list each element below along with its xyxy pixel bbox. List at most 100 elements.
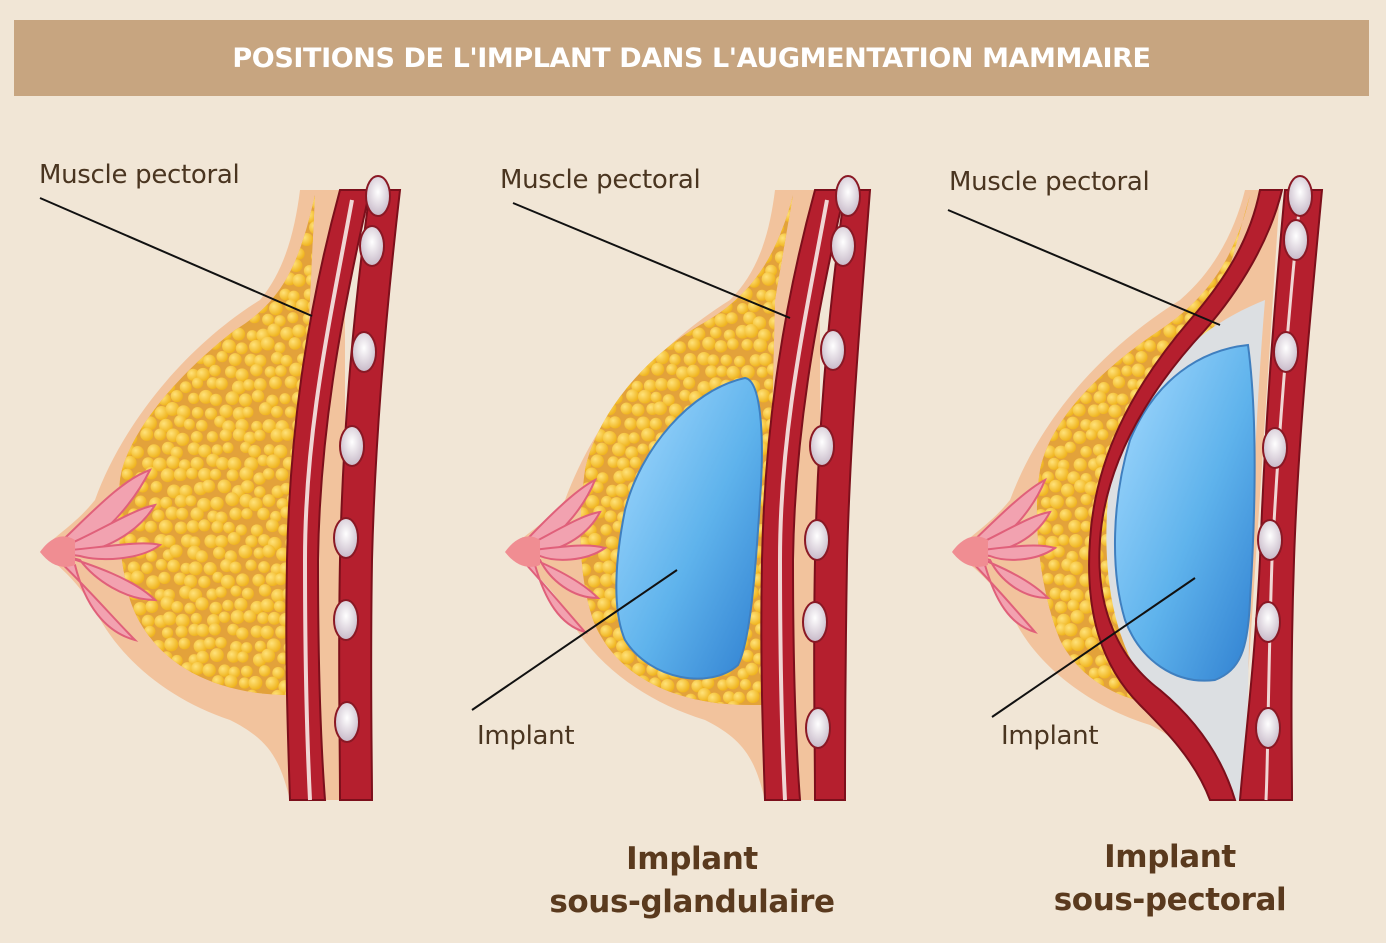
- fat-lobule: [138, 223, 152, 237]
- fat-lobule: [169, 544, 183, 558]
- fat-lobule: [170, 338, 185, 353]
- fat-lobule: [1079, 627, 1093, 641]
- fat-lobule: [726, 195, 738, 196]
- fat-lobule: [1064, 623, 1078, 637]
- fat-lobule: [227, 532, 241, 545]
- fat-lobule: [1036, 199, 1047, 211]
- fat-lobule: [252, 573, 265, 587]
- fat-lobule: [601, 380, 615, 394]
- fat-lobule: [591, 197, 604, 210]
- fat-lobule: [745, 662, 759, 676]
- fat-lobule: [758, 352, 772, 366]
- fat-lobule: [147, 286, 161, 300]
- fat-lobule: [152, 325, 165, 338]
- fat-lobule: [620, 402, 633, 415]
- fat-lobule: [605, 637, 617, 649]
- fat-lobule: [611, 208, 625, 223]
- fat-lobule: [146, 575, 161, 590]
- rib: [805, 707, 831, 749]
- fat-lobule: [195, 419, 208, 432]
- fat-lobule: [1036, 288, 1041, 302]
- fat-lobule: [1059, 508, 1072, 522]
- fat-lobule: [283, 195, 298, 208]
- fat-lobule: [632, 662, 646, 677]
- fat-lobule: [118, 298, 128, 310]
- fat-lobule: [580, 290, 588, 303]
- fat-lobule: [203, 637, 216, 650]
- fat-lobule: [680, 298, 692, 310]
- fat-lobule: [196, 235, 208, 247]
- fat-lobule: [637, 234, 650, 246]
- fat-lobule: [118, 376, 126, 389]
- fat-lobule: [660, 679, 675, 693]
- fat-lobule: [1087, 302, 1101, 317]
- fat-lobule: [680, 248, 694, 263]
- fat-lobule: [1051, 234, 1066, 249]
- fat-lobule: [274, 573, 287, 586]
- fat-lobule: [628, 432, 640, 444]
- breast-diagram-subglandular: [505, 175, 872, 801]
- implant-leader-line: [991, 577, 1196, 718]
- fat-lobule: [631, 380, 643, 393]
- title-banner: POSITIONS DE L'IMPLANT DANS L'AUGMENTATI…: [14, 20, 1369, 96]
- fat-lobule: [1087, 350, 1101, 364]
- fat-lobule: [240, 197, 254, 212]
- fat-lobule: [123, 455, 137, 470]
- fat-lobule: [125, 353, 139, 368]
- fat-lobule: [714, 313, 729, 328]
- fat-lobule: [284, 406, 297, 418]
- fat-lobule: [638, 364, 650, 377]
- fat-lobule: [124, 274, 138, 287]
- fat-lobule: [192, 249, 204, 261]
- fat-lobule: [708, 250, 722, 263]
- fat-lobule: [123, 312, 136, 325]
- fat-lobule: [754, 195, 768, 196]
- fat-lobule: [717, 679, 729, 691]
- fat-lobule: [176, 432, 190, 446]
- fat-lobule: [162, 535, 176, 548]
- fat-lobule: [255, 200, 267, 212]
- fat-lobule: [1066, 416, 1080, 430]
- fat-lobule: [186, 520, 200, 533]
- fat-lobule: [1185, 195, 1199, 199]
- fat-lobule: [247, 195, 260, 200]
- fat-lobule: [133, 365, 146, 378]
- fat-lobule: [229, 561, 242, 574]
- fat-lobule: [139, 323, 153, 338]
- fat-lobule: [756, 289, 768, 301]
- fat-lobule: [195, 550, 208, 563]
- fat-lobule: [605, 536, 619, 549]
- fat-lobule: [166, 455, 180, 469]
- fat-lobule: [118, 416, 121, 428]
- fat-lobule: [588, 238, 601, 250]
- fat-lobule: [127, 197, 141, 212]
- fat-lobule: [580, 429, 594, 444]
- fat-lobule: [593, 352, 607, 366]
- fat-lobule: [1176, 224, 1191, 239]
- fat-lobule: [1163, 222, 1177, 237]
- fat-lobule: [1053, 573, 1066, 586]
- fat-lobule: [248, 497, 263, 512]
- fat-lobule: [1123, 219, 1137, 234]
- fat-lobule: [598, 342, 612, 356]
- fat-lobule: [197, 497, 212, 512]
- fat-lobule: [592, 481, 604, 494]
- fat-lobule: [133, 389, 145, 401]
- fat-lobule: [243, 379, 255, 391]
- fat-lobule: [617, 221, 631, 236]
- fat-lobule: [124, 533, 137, 546]
- fat-lobule: [580, 338, 587, 353]
- fat-lobule: [118, 315, 120, 330]
- fat-lobule: [140, 427, 154, 441]
- fat-lobule: [725, 233, 740, 247]
- fat-lobule: [152, 509, 165, 522]
- fat-lobule: [688, 288, 702, 302]
- fat-lobule: [1066, 288, 1080, 303]
- rib: [1283, 219, 1309, 261]
- fat-lobule: [1036, 391, 1043, 406]
- fat-lobule: [1109, 250, 1121, 262]
- fat-lobule: [1191, 196, 1205, 210]
- fat-lobule: [608, 416, 622, 429]
- muscle-leader-line: [512, 202, 791, 319]
- fat-lobule: [295, 298, 310, 313]
